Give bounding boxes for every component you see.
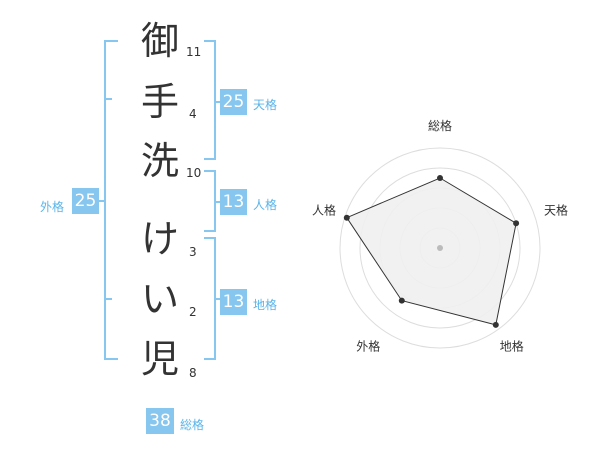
radar-point-5 — [343, 214, 350, 221]
tenkaku-label: 天格 — [253, 98, 278, 112]
stroke-count-5: 2 — [189, 305, 197, 319]
radar-series-polygon — [346, 177, 517, 326]
radar-point-4 — [398, 297, 405, 304]
tenkaku-score: 25 — [220, 89, 247, 115]
radar-point-1 — [437, 175, 443, 181]
chikaku-label: 地格 — [253, 298, 278, 312]
radar-point-2 — [513, 220, 520, 227]
soukaku-score: 38 — [146, 408, 174, 434]
soukaku-label: 総格 — [180, 418, 205, 432]
tenkaku-bracket-tick — [214, 101, 222, 103]
gaikaku-bracket-tick — [96, 200, 106, 202]
radar-axis-label-2: 天格 — [544, 202, 568, 217]
radar-axis-label-3: 地格 — [500, 339, 524, 354]
radar-axis-label-1: 総格 — [428, 118, 452, 133]
chikaku-bracket-tick — [214, 298, 222, 300]
gaikaku-bracket — [104, 40, 118, 360]
tenkaku-bracket — [204, 40, 216, 160]
radar-grid-ring-2 — [359, 167, 521, 329]
radar-grid-ring-1 — [339, 147, 541, 349]
stroke-count-2: 4 — [189, 107, 197, 121]
divider-tick-1 — [104, 98, 112, 100]
name-char-1: 御 — [140, 19, 179, 63]
gaikaku-score: 25 — [72, 188, 99, 214]
divider-tick-2 — [104, 298, 112, 300]
radar-center-dot — [437, 245, 443, 251]
stroke-count-1: 11 — [186, 45, 202, 59]
name-char-6: 児 — [140, 337, 179, 381]
stroke-count-4: 3 — [189, 245, 197, 259]
name-char-5: い — [140, 277, 179, 321]
chikaku-score: 13 — [220, 289, 247, 315]
radar-axis-label-5: 人格 — [312, 202, 336, 217]
stroke-count-3: 10 — [186, 166, 202, 180]
radar-point-3 — [492, 321, 499, 328]
name-char-4: け — [140, 217, 179, 261]
name-char-3: 洗 — [140, 139, 179, 183]
stroke-count-6: 8 — [189, 366, 197, 380]
name-char-2: 手 — [140, 80, 179, 124]
jinkaku-score: 13 — [220, 189, 247, 215]
gaikaku-label: 外格 — [40, 200, 65, 214]
jinkaku-label: 人格 — [253, 198, 278, 212]
jinkaku-bracket-tick — [214, 201, 222, 203]
radar-axis-label-4: 外格 — [356, 339, 380, 354]
